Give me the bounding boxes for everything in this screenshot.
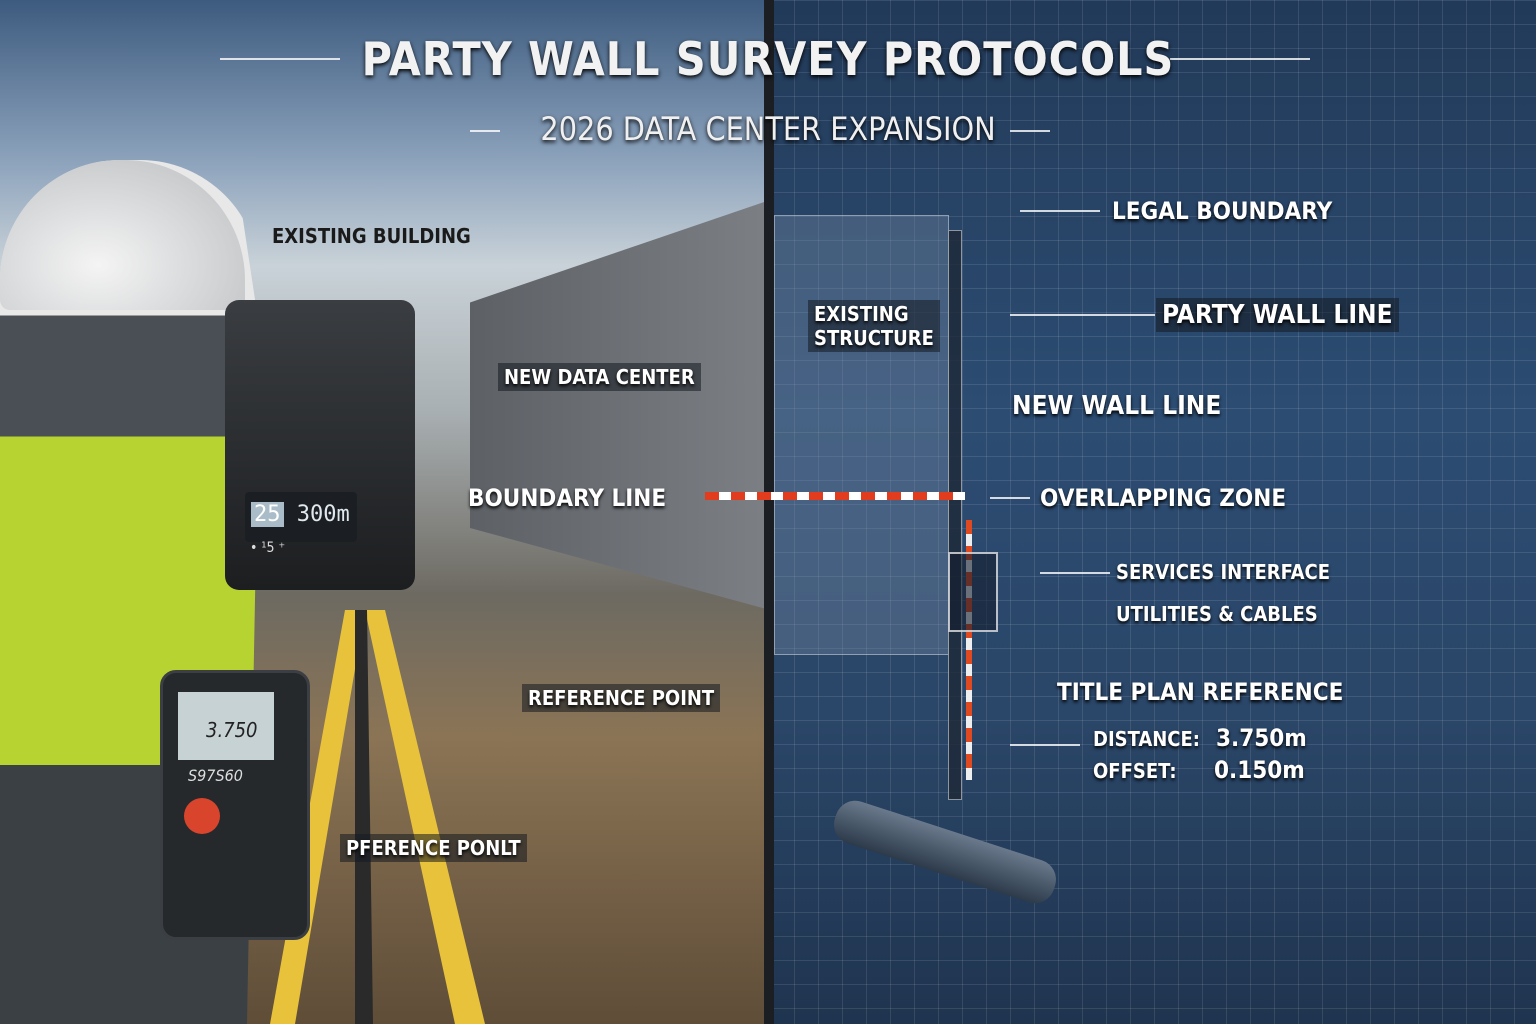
page-subtitle: 2026 DATA CENTER EXPANSION	[540, 110, 996, 148]
subtitle-rule-right	[1010, 130, 1050, 132]
handheld-display: 3.750	[178, 692, 274, 760]
label-party-wall-line: PARTY WALL LINE	[1156, 298, 1399, 332]
leader-overlapping-zone	[990, 497, 1030, 499]
label-offset: OFFSET:	[1093, 759, 1177, 783]
label-reference-point: REFERENCE POINT	[522, 684, 721, 712]
services-cabinet	[948, 552, 998, 632]
label-new-data-center: NEW DATA CENTER	[498, 363, 701, 391]
readout-a: 25	[251, 502, 284, 527]
panel-divider	[764, 0, 774, 1024]
label-new-wall-line: NEW WALL LINE	[1012, 391, 1222, 421]
leader-services	[1040, 572, 1110, 574]
handheld-code: S97S60	[188, 766, 243, 785]
readout-b: 300m	[296, 502, 350, 527]
total-station-icons: • ¹5 ⁺	[250, 540, 286, 556]
subtitle-rule-left	[470, 130, 500, 132]
label-title-plan-reference: TITLE PLAN REFERENCE	[1057, 678, 1344, 706]
title-rule-left	[220, 58, 340, 60]
party-wall-line-marker	[948, 230, 962, 800]
boundary-tape	[705, 492, 965, 500]
new-wall-line-marker	[966, 520, 972, 780]
handheld-red-button	[184, 798, 220, 834]
label-services-interface: SERVICES INTERFACE	[1116, 560, 1331, 584]
label-distance: DISTANCE:	[1093, 727, 1200, 751]
label-utilities-cables: UTILITIES & CABLES	[1116, 602, 1318, 626]
leader-party-wall	[1010, 314, 1155, 316]
value-distance: 3.750m	[1216, 724, 1307, 752]
title-rule-right	[1170, 58, 1310, 60]
label-existing-structure-line1: EXISTING	[814, 302, 909, 326]
label-preference-point: PFERENCE PONLT	[340, 834, 527, 862]
tripod-leg	[355, 610, 373, 1024]
leader-legal-boundary	[1020, 210, 1100, 212]
label-boundary-line: BOUNDARY LINE	[468, 484, 667, 512]
label-legal-boundary: LEGAL BOUNDARY	[1112, 197, 1333, 225]
label-existing-structure-line2: STRUCTURE	[814, 326, 934, 350]
label-overlapping-zone: OVERLAPPING ZONE	[1040, 484, 1287, 512]
total-station-display: 25 300m	[245, 492, 357, 542]
existing-structure-outline	[774, 215, 949, 655]
leader-distance	[1010, 744, 1080, 746]
label-existing-building: EXISTING BUILDING	[272, 224, 471, 248]
page-title: PARTY WALL SURVEY PROTOCOLS	[361, 32, 1175, 86]
tripod-leg	[365, 610, 485, 1024]
value-offset: 0.150m	[1214, 756, 1305, 784]
